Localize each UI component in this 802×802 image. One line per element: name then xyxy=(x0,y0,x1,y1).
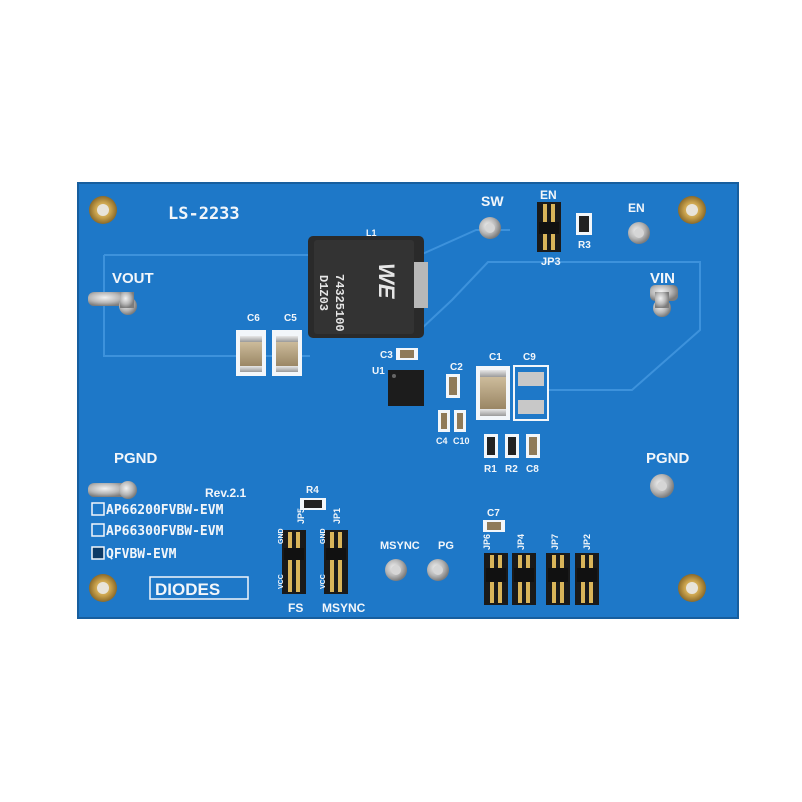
l1-label: L1 xyxy=(366,228,377,238)
jp7-header xyxy=(546,553,570,605)
c8-label: C8 xyxy=(526,464,539,475)
inductor-code: D1Z03 xyxy=(316,275,330,311)
r3-label: R3 xyxy=(578,240,591,251)
c10-label: C10 xyxy=(453,436,470,446)
c3-label: C3 xyxy=(380,350,393,361)
jp7-label: JP7 xyxy=(550,534,560,550)
variant2-label: AP66300FVBW-EVM xyxy=(106,524,224,539)
jp4-header xyxy=(512,553,536,605)
jp5-header xyxy=(282,530,306,594)
gnd1-label: GND xyxy=(278,528,285,544)
r2-label: R2 xyxy=(505,464,518,475)
ic-u1 xyxy=(388,370,424,406)
u1-label: U1 xyxy=(372,366,385,377)
capacitor-c10 xyxy=(454,410,466,432)
variant2-checkbox xyxy=(91,523,105,537)
pg-test-point xyxy=(427,559,449,581)
inductor-l1: WE 74325100 D1Z03 xyxy=(308,236,428,338)
capacitor-c7 xyxy=(483,520,505,532)
jp3-label: JP3 xyxy=(541,256,561,268)
vcc1-label: VCC xyxy=(278,574,285,589)
jp1-label: JP1 xyxy=(332,508,342,524)
jp4-label: JP4 xyxy=(516,534,526,550)
c4-label: C4 xyxy=(436,436,448,446)
vcc2-label: VCC xyxy=(320,574,327,589)
vout-label: VOUT xyxy=(112,270,154,287)
en-test-point xyxy=(628,222,650,244)
inductor-brand: WE xyxy=(374,263,399,300)
en-top-label: EN xyxy=(540,188,557,202)
variant3-label: QFVBW-EVM xyxy=(106,547,177,562)
variant1-checkbox xyxy=(91,502,105,516)
jp1-header xyxy=(324,530,348,594)
c7-label: C7 xyxy=(487,508,500,519)
r3-resistor xyxy=(576,213,592,235)
jp6-label: JP6 xyxy=(482,534,492,550)
jp2-header xyxy=(575,553,599,605)
c9-label: C9 xyxy=(523,352,536,363)
pgnd-left-terminal-post xyxy=(88,481,137,499)
r1-label: R1 xyxy=(484,464,497,475)
capacitor-c6 xyxy=(236,330,266,376)
sw-label: SW xyxy=(481,193,504,209)
fs-label: FS xyxy=(288,601,303,615)
jp3-jumper-header xyxy=(537,202,561,252)
svg-text:DIODES: DIODES xyxy=(155,580,220,599)
revision-label: Rev.2.1 xyxy=(205,486,246,500)
c5-label: C5 xyxy=(284,313,297,324)
pgnd-right-test-point xyxy=(650,474,674,498)
mounting-hole-top-right xyxy=(678,196,706,224)
inductor-part-number: 74325100 xyxy=(332,274,346,332)
jp5-label: JP5 xyxy=(296,508,306,524)
pg-label: PG xyxy=(438,540,454,552)
variant1-label: AP66200FVBW-EVM xyxy=(106,503,224,518)
c6-label: C6 xyxy=(247,313,260,324)
capacitor-c3 xyxy=(396,348,418,360)
capacitor-c8 xyxy=(526,434,540,458)
jp6-header xyxy=(484,553,508,605)
gnd2-label: GND xyxy=(320,528,327,544)
board-id-label: LS-2233 xyxy=(168,204,240,224)
pgnd-left-label: PGND xyxy=(114,450,158,467)
capacitor-c4 xyxy=(438,410,450,432)
vout-terminal-post xyxy=(88,292,137,315)
jp2-label: JP2 xyxy=(582,534,592,550)
msync-bottom-label: MSYNC xyxy=(322,601,366,615)
vin-terminal-post xyxy=(650,285,678,317)
c2-label: C2 xyxy=(450,362,463,373)
resistor-r1 xyxy=(484,434,498,458)
c1-label: C1 xyxy=(489,352,502,363)
resistor-r2 xyxy=(505,434,519,458)
msync-test-point xyxy=(385,559,407,581)
en-right-label: EN xyxy=(628,201,645,215)
mounting-hole-top-left xyxy=(89,196,117,224)
mounting-hole-bottom-right xyxy=(678,574,706,602)
capacitor-c1 xyxy=(476,366,510,420)
vin-label: VIN xyxy=(650,270,675,287)
diodes-logo: DIODES xyxy=(149,576,249,600)
msync-top-label: MSYNC xyxy=(380,540,420,552)
pgnd-right-label: PGND xyxy=(646,450,690,467)
sw-test-point xyxy=(479,217,501,239)
r4-label: R4 xyxy=(306,485,319,496)
capacitor-c2 xyxy=(446,374,460,398)
capacitor-c9-footprint xyxy=(513,365,549,421)
capacitor-c5 xyxy=(272,330,302,376)
variant3-checkbox xyxy=(91,546,105,560)
resistor-r4 xyxy=(300,498,326,510)
copper-trace-outline xyxy=(103,229,701,391)
mounting-hole-bottom-left xyxy=(89,574,117,602)
